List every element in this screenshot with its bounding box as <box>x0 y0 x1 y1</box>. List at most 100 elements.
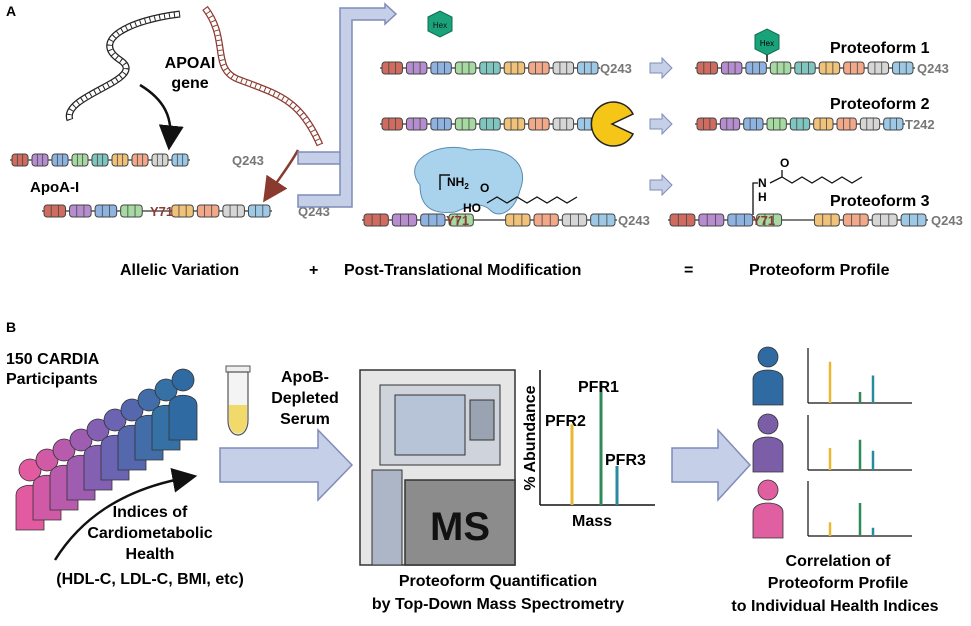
helix-segment <box>552 61 575 75</box>
amide-h-label: H <box>758 190 767 204</box>
bracket-arrow-lower <box>297 152 353 208</box>
x-axis-label: Mass <box>572 513 612 530</box>
participants-label-1: 150 CARDIA <box>6 351 100 368</box>
pfr1-label: PFR1 <box>578 379 619 396</box>
dna-helix-white <box>65 10 181 122</box>
helix-segment <box>892 61 914 75</box>
helix-segment <box>859 117 881 131</box>
helix-segment <box>590 213 616 227</box>
helix-segment <box>51 153 69 167</box>
carbonyl-o-label: O <box>480 181 489 195</box>
helix-segment <box>247 204 271 218</box>
helix-segment <box>381 61 403 75</box>
helix-segment <box>454 117 477 131</box>
helix-segment <box>503 61 526 75</box>
helix-segment <box>528 61 550 75</box>
c-term-label: Q243 <box>600 61 632 76</box>
fatty-acid-chain <box>486 196 578 204</box>
helix-segment <box>577 61 599 75</box>
helix-segment <box>111 153 129 167</box>
helix-segment <box>430 117 452 131</box>
helix-segment <box>766 117 787 131</box>
helix-segment <box>131 153 149 167</box>
correlation-label-1: Correlation of <box>786 553 892 570</box>
equals-sign: = <box>684 262 693 279</box>
helix-segment <box>31 153 49 167</box>
helix-segment <box>789 117 811 131</box>
helix-segment <box>698 213 725 227</box>
helix-segment <box>669 213 696 227</box>
helix-segment <box>867 61 890 75</box>
helix-segment <box>11 153 29 167</box>
helix-segment <box>727 213 754 227</box>
apoa1-chain-variant <box>42 204 272 218</box>
nh2-label: NH2 <box>447 175 469 191</box>
amide-n-label: N <box>758 176 767 190</box>
helix-segment <box>813 213 840 227</box>
participant-icon <box>168 368 198 441</box>
gene-label-2: gene <box>171 75 208 92</box>
proteoform-2-title: Proteoform 2 <box>830 96 930 113</box>
serum-label-1: ApoB- <box>281 369 329 386</box>
nh2-bond <box>439 174 450 190</box>
flow-arrow <box>219 428 354 502</box>
apoa1-chain-wildtype <box>10 153 190 167</box>
helix-segment <box>420 213 446 227</box>
proteoform-1-title: Proteoform 1 <box>830 40 930 57</box>
serum-label-2: Depleted <box>271 390 339 407</box>
person-icon <box>752 413 784 473</box>
ptm-label: Post-Translational Modification <box>344 262 581 279</box>
mass-spectrometer: MS <box>359 369 516 566</box>
hexose-icon <box>754 28 780 56</box>
process-arrow <box>649 173 673 197</box>
process-arrow <box>649 112 673 136</box>
lipid-adduct <box>752 170 863 215</box>
c-term-label: T242 <box>905 117 935 132</box>
helix-segment <box>171 153 189 167</box>
ptm-chain-3 <box>362 213 617 227</box>
variant-label: Y71 <box>752 213 775 228</box>
helix-segment <box>743 117 764 131</box>
y-axis-label: % Abundance <box>522 385 539 490</box>
helix-segment <box>381 117 403 131</box>
person-spectrum <box>807 481 912 537</box>
helix-segment <box>842 213 869 227</box>
helix-segment <box>43 204 67 218</box>
helix-segment <box>222 204 245 218</box>
ho-label: HO <box>463 201 481 215</box>
c-term-label: Q243 <box>917 61 949 76</box>
ptm-chain-2 <box>380 117 600 131</box>
pfr3-label: PFR3 <box>605 452 646 469</box>
hexose-label: Hex <box>433 21 447 30</box>
helix-segment <box>720 61 743 75</box>
helix-segment <box>843 61 865 75</box>
person-icon <box>752 346 784 406</box>
helix-segment <box>503 117 526 131</box>
helix-segment <box>91 153 109 167</box>
person-spectrum <box>807 415 912 471</box>
person-icon <box>752 479 784 539</box>
person-spectrum <box>807 348 912 404</box>
bracket-arrow <box>297 2 398 165</box>
helix-segment <box>391 213 418 227</box>
protease-icon <box>590 101 635 147</box>
proteoform-2-chain <box>695 117 905 131</box>
carbonyl-o-label: O <box>780 156 789 170</box>
main-spectrum <box>570 381 619 505</box>
helix-segment <box>696 61 718 75</box>
panel-b-label: B <box>6 319 16 335</box>
helix-segment <box>171 204 194 218</box>
c-term-label: Q243 <box>931 213 963 228</box>
helix-segment <box>196 204 220 218</box>
proteoform-profile-label: Proteoform Profile <box>749 262 890 279</box>
dna-helix-brown <box>202 5 324 147</box>
helix-segment <box>71 153 89 167</box>
ms-label: MS <box>430 505 490 549</box>
helix-segment <box>836 117 857 131</box>
helix-segment <box>883 117 904 131</box>
helix-segment <box>479 117 501 131</box>
correlation-label-2: Proteoform Profile <box>768 575 909 592</box>
helix-segment <box>552 117 575 131</box>
